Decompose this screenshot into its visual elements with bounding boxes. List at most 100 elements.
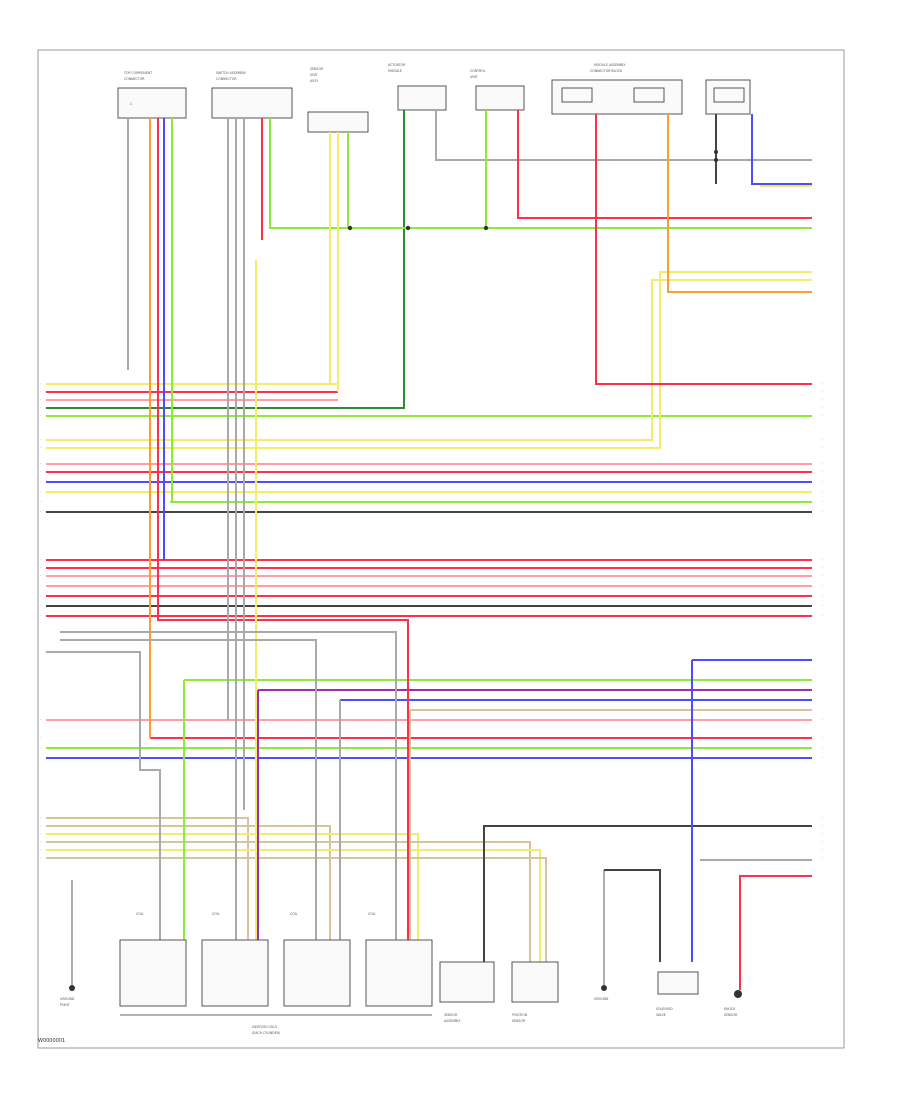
sensor-box-2: POSITION SENSOR <box>511 961 559 1023</box>
pin-number: · <box>822 480 823 484</box>
top-connector-5: CONTROL UNIT <box>470 69 525 111</box>
knock-sensor: KNOCK SENSOR <box>724 990 742 1017</box>
svg-text:CONNECTOR BLOCK: CONNECTOR BLOCK <box>590 69 623 73</box>
wire-tan-2 <box>46 817 249 940</box>
pin-number: · <box>822 490 823 494</box>
pin-number: · <box>40 470 41 474</box>
svg-text:UNIT: UNIT <box>310 73 318 77</box>
wire-gray-6 <box>435 110 812 161</box>
wire-tan-4 <box>46 841 531 962</box>
wire-gray-9 <box>60 631 397 940</box>
ignition-coil-group: COIL COIL COIL COIL IGNITION COILS (EACH… <box>119 912 433 1035</box>
wire-yellow-2 <box>46 279 812 441</box>
pin-number: · <box>822 604 823 608</box>
pin-number: · <box>40 490 41 494</box>
wire-layer <box>46 110 812 990</box>
pin-number: · <box>822 382 823 386</box>
pin-number: · <box>40 756 41 760</box>
svg-text:TOP COMPONENT: TOP COMPONENT <box>123 71 152 75</box>
pin-number: · <box>822 414 823 418</box>
pin-number: · <box>40 558 41 562</box>
pin-number: · <box>40 840 41 844</box>
pin-number: · <box>822 398 823 402</box>
svg-text:COIL: COIL <box>136 912 144 916</box>
svg-text:ASSEMBLY: ASSEMBLY <box>444 1019 461 1023</box>
wire-yellow-3 <box>46 271 812 449</box>
diagram-frame <box>37 49 845 1049</box>
pin-number: · <box>40 574 41 578</box>
pin-number: · <box>822 718 823 722</box>
pin-number: · <box>822 736 823 740</box>
pin-number: · <box>822 558 823 562</box>
wire-tan-3 <box>46 825 331 940</box>
ground-symbol-left: GROUND POINT <box>60 880 75 1007</box>
pin-number: · <box>822 756 823 760</box>
svg-text:POSITION: POSITION <box>512 1013 528 1017</box>
pin-number: · <box>822 510 823 514</box>
wire-red-9 <box>157 118 409 940</box>
wire-yellow-5 <box>46 833 419 940</box>
pin-number: · <box>40 832 41 836</box>
svg-text:GROUND: GROUND <box>60 997 75 1001</box>
pin-number: · <box>40 398 41 402</box>
pin-number: · <box>822 500 823 504</box>
svg-text:ACTUATOR: ACTUATOR <box>388 63 406 67</box>
pin-number: · <box>40 462 41 466</box>
svg-text:COIL: COIL <box>290 912 298 916</box>
wire-gray-8 <box>60 639 317 940</box>
top-connector-2: SWITCH ASSEMBLY CONNECTOR <box>211 71 293 119</box>
wire-red-8 <box>739 875 812 990</box>
wire-red-11 <box>517 110 812 219</box>
svg-text:COIL: COIL <box>368 912 376 916</box>
svg-text:SENSOR: SENSOR <box>512 1019 526 1023</box>
svg-text:SENSOR: SENSOR <box>444 1013 458 1017</box>
pin-number: · <box>40 510 41 514</box>
pin-number: · <box>822 816 823 820</box>
pin-number: · <box>822 406 823 410</box>
svg-text:MODULE: MODULE <box>388 69 402 73</box>
pin-number: · <box>40 718 41 722</box>
pin-number: · <box>822 832 823 836</box>
wire-black-3 <box>483 825 812 962</box>
svg-text:CONNECTOR: CONNECTOR <box>124 77 145 81</box>
pin-number: · <box>40 584 41 588</box>
wire-gray-7 <box>46 651 161 940</box>
wire-blue-7 <box>751 114 812 185</box>
svg-text:IGNITION COILS: IGNITION COILS <box>252 1025 277 1029</box>
wire-black-4 <box>604 869 661 962</box>
splice-points <box>347 150 718 231</box>
pin-number: · <box>40 736 41 740</box>
valve-component: SOLENOID VALVE <box>656 971 699 1017</box>
pin-number: · <box>40 480 41 484</box>
svg-text:POINT: POINT <box>60 1003 70 1007</box>
svg-text:(EACH CYLINDER): (EACH CYLINDER) <box>252 1031 280 1035</box>
wire-yellow-6 <box>46 849 541 962</box>
svg-text:KNOCK: KNOCK <box>724 1007 736 1011</box>
svg-text:CONTROL: CONTROL <box>470 69 486 73</box>
pin-number: · <box>822 848 823 852</box>
pin-number: · <box>822 584 823 588</box>
pin-number: · <box>822 566 823 570</box>
svg-text:SENSOR: SENSOR <box>724 1013 738 1017</box>
pin-number: · <box>40 390 41 394</box>
svg-text:GROUND: GROUND <box>594 997 609 1001</box>
pin-number: · <box>40 824 41 828</box>
right-pin-numbers: ······························ <box>822 382 823 860</box>
top-connector-1: TOP COMPONENT CONNECTOR C <box>117 71 187 119</box>
sensor-box-1: SENSOR ASSEMBLY <box>439 961 495 1023</box>
svg-text:C: C <box>130 102 133 106</box>
pin-number: · <box>822 438 823 442</box>
wire-dkgreen-1 <box>46 110 405 409</box>
pin-number: · <box>40 848 41 852</box>
svg-text:ASSY: ASSY <box>310 79 318 83</box>
pin-number: · <box>822 462 823 466</box>
wire-green-6 <box>269 118 812 229</box>
pin-number: · <box>822 840 823 844</box>
pin-number: · <box>822 470 823 474</box>
svg-text:MODULE ASSEMBLY: MODULE ASSEMBLY <box>594 63 625 67</box>
diagram-code: W0000001 <box>38 1038 66 1044</box>
wire-red-12 <box>595 114 812 385</box>
wire-tan-5 <box>46 857 547 962</box>
pin-number: · <box>822 574 823 578</box>
